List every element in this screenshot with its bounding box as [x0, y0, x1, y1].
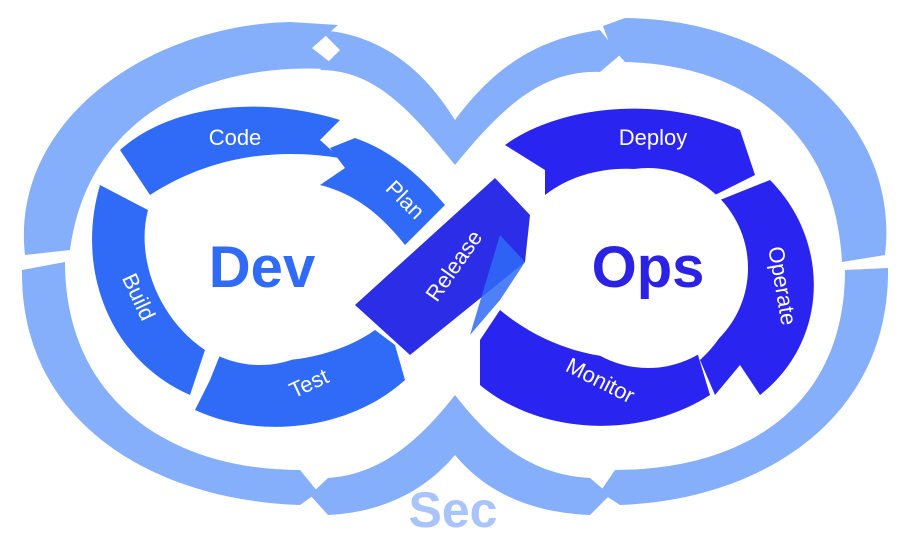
test-segment: [195, 330, 405, 427]
monitor-segment: [480, 310, 710, 426]
sec-label: Sec: [409, 482, 498, 538]
deploy-segment: [505, 108, 755, 195]
ops-hub-label: Ops: [592, 235, 705, 300]
dev-hub-label: Dev: [209, 235, 315, 300]
operate-segment: [700, 180, 814, 395]
code-segment: [120, 106, 340, 195]
outer-sec-ring: [21, 18, 889, 515]
dev-loop: [92, 106, 445, 427]
outer-ring-bottom-middle: [310, 395, 610, 515]
outer-ring-right-lower: [600, 268, 889, 505]
outer-ring-top-middle: [320, 30, 620, 165]
ops-hub-circle: [548, 168, 748, 368]
dev-hub-circle: [160, 165, 360, 365]
code-label: Code: [209, 125, 262, 150]
ops-loop: [480, 108, 814, 426]
release-arrow: [355, 178, 530, 355]
outer-ring-left-lower: [21, 262, 318, 505]
build-segment: [92, 185, 205, 395]
outer-ring-top-right-arc: [603, 18, 887, 262]
release-arrow-tail-light: [470, 235, 525, 335]
outer-ring-top-left-arc: [23, 22, 340, 255]
deploy-label: Deploy: [619, 125, 687, 150]
plan-segment: [320, 138, 445, 245]
